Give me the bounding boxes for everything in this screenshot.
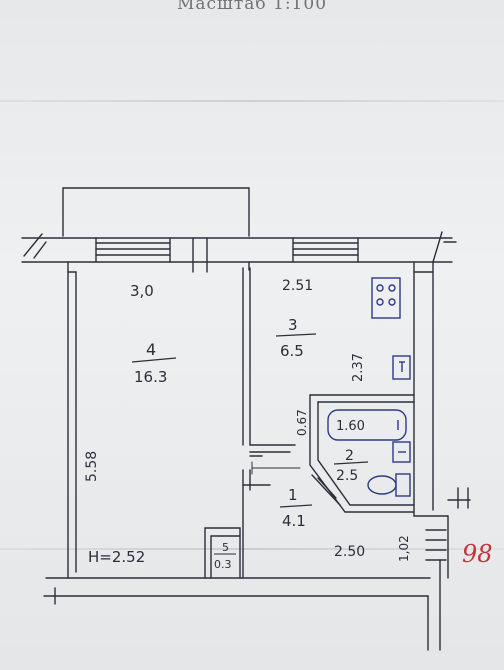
sink-icon [392,355,411,380]
paper-fold [0,548,504,550]
room5-area: 0.3 [214,558,232,571]
toilet-icon [367,473,411,497]
exterior-wall-top [21,233,453,263]
bathroom-fixtures [327,409,411,497]
room2-number: 2 [345,448,354,464]
room3-number: 3 [288,316,298,334]
room1-area: 4.1 [282,512,306,530]
exterior-wall-right [413,231,457,511]
page-mark: 98 [462,540,493,568]
dimension-bath-width: 1.60 [336,419,365,434]
dimension-wall-short: 0.67 [295,409,309,436]
bathtub-icon [327,409,407,441]
dimension-width-room4: 3,0 [130,282,154,300]
stove-icon [371,277,401,319]
room4-area: 16.3 [134,368,167,386]
exterior-wall-bottom [43,559,441,651]
dimension-width-room3: 2.51 [282,278,313,294]
room3-area: 6.5 [280,342,304,360]
scale-title: Масштаб 1:100 [176,0,328,14]
dimension-kitchen-length: 2.37 [351,353,366,382]
ceiling-height: H=2.52 [88,548,145,566]
window-room4 [95,237,171,263]
dimension-lines [251,461,301,475]
bathroom-walls [309,394,415,513]
partition-wall-center [242,267,296,579]
dimension-width-hall: 2.50 [334,544,365,560]
closet-walls [204,527,241,579]
balcony-door [192,237,250,273]
exterior-wall-left [67,261,77,579]
balcony [62,187,250,237]
room5-number: 5 [222,541,229,554]
room4-number: 4 [146,340,156,359]
paper-fold [0,100,504,102]
dimension-depth-right: 1,02 [397,535,411,562]
room2-area: 2.5 [336,468,358,484]
sink-icon [392,441,411,463]
kitchen-fixtures [371,277,411,380]
entrance-block [413,487,471,579]
window-room3 [292,237,359,263]
room1-number: 1 [288,486,298,504]
dimension-height-left: 5.58 [84,451,100,482]
